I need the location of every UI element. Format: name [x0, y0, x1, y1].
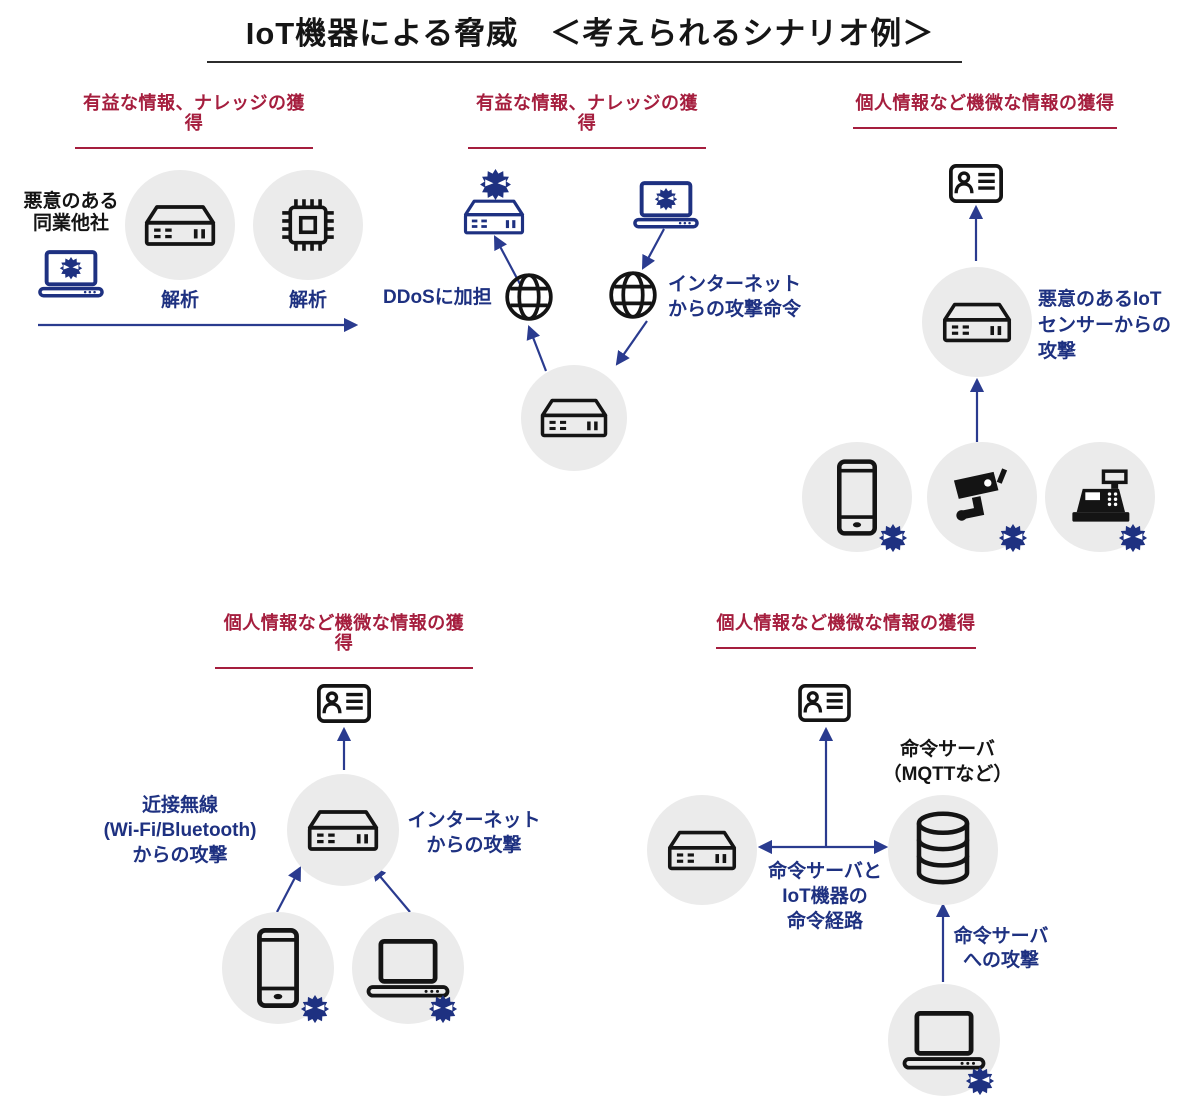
device-circle-router [287, 774, 399, 886]
virus-badge-icon [300, 994, 330, 1024]
arrow-phone-to-router-s4 [276, 866, 301, 913]
laptop-virus-icon [633, 181, 699, 230]
command-route-line2: IoT機器の [782, 886, 868, 907]
proximity-wireless-attack-label: 近接無線 (Wi-Fi/Bluetooth) からの攻撃 [80, 793, 280, 868]
chip-icon [280, 197, 336, 253]
scenario1-heading: 有益な情報、ナレッジの獲得 [75, 93, 313, 149]
virus-badge-icon [998, 523, 1028, 553]
virus-badge-icon [428, 994, 458, 1024]
id-card-icon [949, 164, 1003, 203]
laptop-icon [366, 939, 450, 998]
proximity-wireless-line2: (Wi-Fi/Bluetooth) [103, 820, 257, 841]
arrow-attacker-to-globe [641, 228, 665, 270]
ddos-label: DDoSに加担 [383, 287, 492, 308]
router-icon [667, 830, 737, 870]
device-circle-router [125, 170, 235, 280]
attacker-label: 悪意のある 同業他社 [15, 191, 127, 235]
database-icon [914, 810, 972, 890]
virus-badge-icon [878, 523, 908, 553]
internet-attack-line1: インターネット [407, 810, 541, 831]
attacker-label-line2: 同業他社 [32, 213, 109, 234]
id-card-icon [798, 684, 851, 722]
device-circle-iot [521, 365, 627, 471]
server-attack-line1: 命令サーバ [953, 926, 1049, 947]
device-circle-chip [253, 170, 363, 280]
router-icon [307, 809, 379, 851]
scenario3-heading: 個人情報など機微な情報の獲得 [853, 93, 1117, 129]
virus-badge-icon [1118, 523, 1148, 553]
device-circle-router [647, 795, 757, 905]
proximity-wireless-line1: 近接無線 [141, 795, 218, 816]
scenario2-heading: 有益な情報、ナレッジの獲得 [468, 93, 706, 149]
device-circle-database [888, 795, 998, 905]
command-server-line2: （MQTTなど） [882, 764, 1013, 785]
command-server-line1: 命令サーバ [900, 739, 995, 760]
internet-attack-label: インターネット からの攻撃 [400, 808, 548, 858]
attacker-label-line1: 悪意のある [23, 191, 119, 212]
router-analysis-caption: 解析 [160, 290, 199, 311]
globe-icon [609, 271, 657, 319]
scenario5-heading: 個人情報など機微な情報の獲得 [716, 613, 976, 649]
laptop-virus-icon [38, 250, 104, 299]
internet-attack-line2: からの攻撃 [426, 835, 522, 856]
iot-sensor-attack-line1: 悪意のあるIoT [1038, 289, 1162, 310]
command-server-label: 命令サーバ （MQTTなど） [880, 737, 1015, 787]
globe-icon [505, 273, 553, 321]
virus-icon [480, 169, 511, 200]
scenario4-heading: 個人情報など機微な情報の獲得 [215, 613, 473, 669]
arrow-globe-to-iot [615, 320, 648, 366]
server-attack-line2: への攻撃 [962, 950, 1039, 971]
device-circle-router [922, 267, 1032, 377]
iot-sensor-attack-label: 悪意のあるIoT センサーからの 攻撃 [1038, 287, 1180, 365]
internet-command-line2: からの攻撃命令 [668, 299, 802, 320]
smartphone-icon [837, 459, 877, 536]
smartphone-icon [257, 928, 299, 1008]
chip-analysis-caption: 解析 [288, 290, 327, 311]
infected-router-icon [463, 199, 525, 235]
page-title: IoT機器による脅威 ＜考えられるシナリオ例＞ [245, 16, 935, 51]
server-attack-label: 命令サーバ への攻撃 [945, 925, 1057, 973]
laptop-icon [902, 1011, 986, 1070]
arrow-iot-to-globe [526, 324, 548, 372]
iot-sensor-attack-line3: 攻撃 [1038, 341, 1077, 362]
command-route-label: 命令サーバと IoT機器の 命令経路 [764, 859, 886, 934]
router-icon [942, 302, 1012, 342]
internet-command-line1: インターネット [668, 274, 802, 295]
router-icon [144, 204, 216, 246]
id-card-icon [317, 684, 371, 723]
internet-command-label: インターネット からの攻撃命令 [668, 272, 808, 322]
command-route-line3: 命令経路 [786, 911, 863, 932]
camera-icon [952, 467, 1012, 527]
command-route-line1: 命令サーバと [768, 861, 882, 882]
router-icon [540, 398, 608, 438]
proximity-wireless-line3: からの攻撃 [132, 845, 228, 866]
arrow-laptop-to-router-s4 [371, 866, 411, 913]
virus-badge-icon [965, 1066, 995, 1096]
iot-sensor-attack-line2: センサーからの [1038, 315, 1172, 336]
title-underline [207, 61, 962, 63]
cash-register-icon [1070, 468, 1132, 523]
